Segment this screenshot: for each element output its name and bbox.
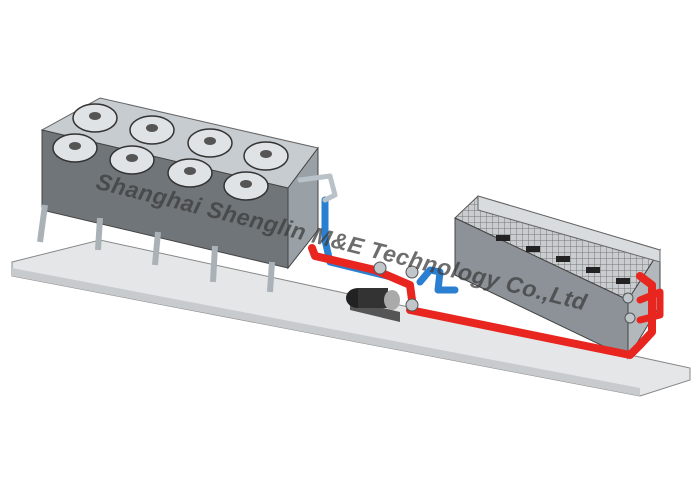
fan-hub [260, 150, 272, 158]
fan-hub [184, 167, 196, 175]
fan-hub [240, 180, 252, 188]
fan-hub [146, 124, 158, 132]
fan-hub [69, 142, 81, 150]
hot-pipe-return [406, 272, 656, 359]
dry-cooler [37, 97, 319, 293]
valves [373, 261, 636, 324]
fan-hub [204, 137, 216, 145]
steel-pipe [297, 173, 338, 203]
hot-pipe-loop [636, 288, 664, 324]
fan-array [52, 103, 289, 201]
cold-pipe-tank [416, 266, 459, 294]
pump-motor [346, 288, 400, 322]
fan-hub [126, 154, 138, 162]
water-tank [454, 195, 661, 360]
fan-hub [89, 112, 101, 120]
